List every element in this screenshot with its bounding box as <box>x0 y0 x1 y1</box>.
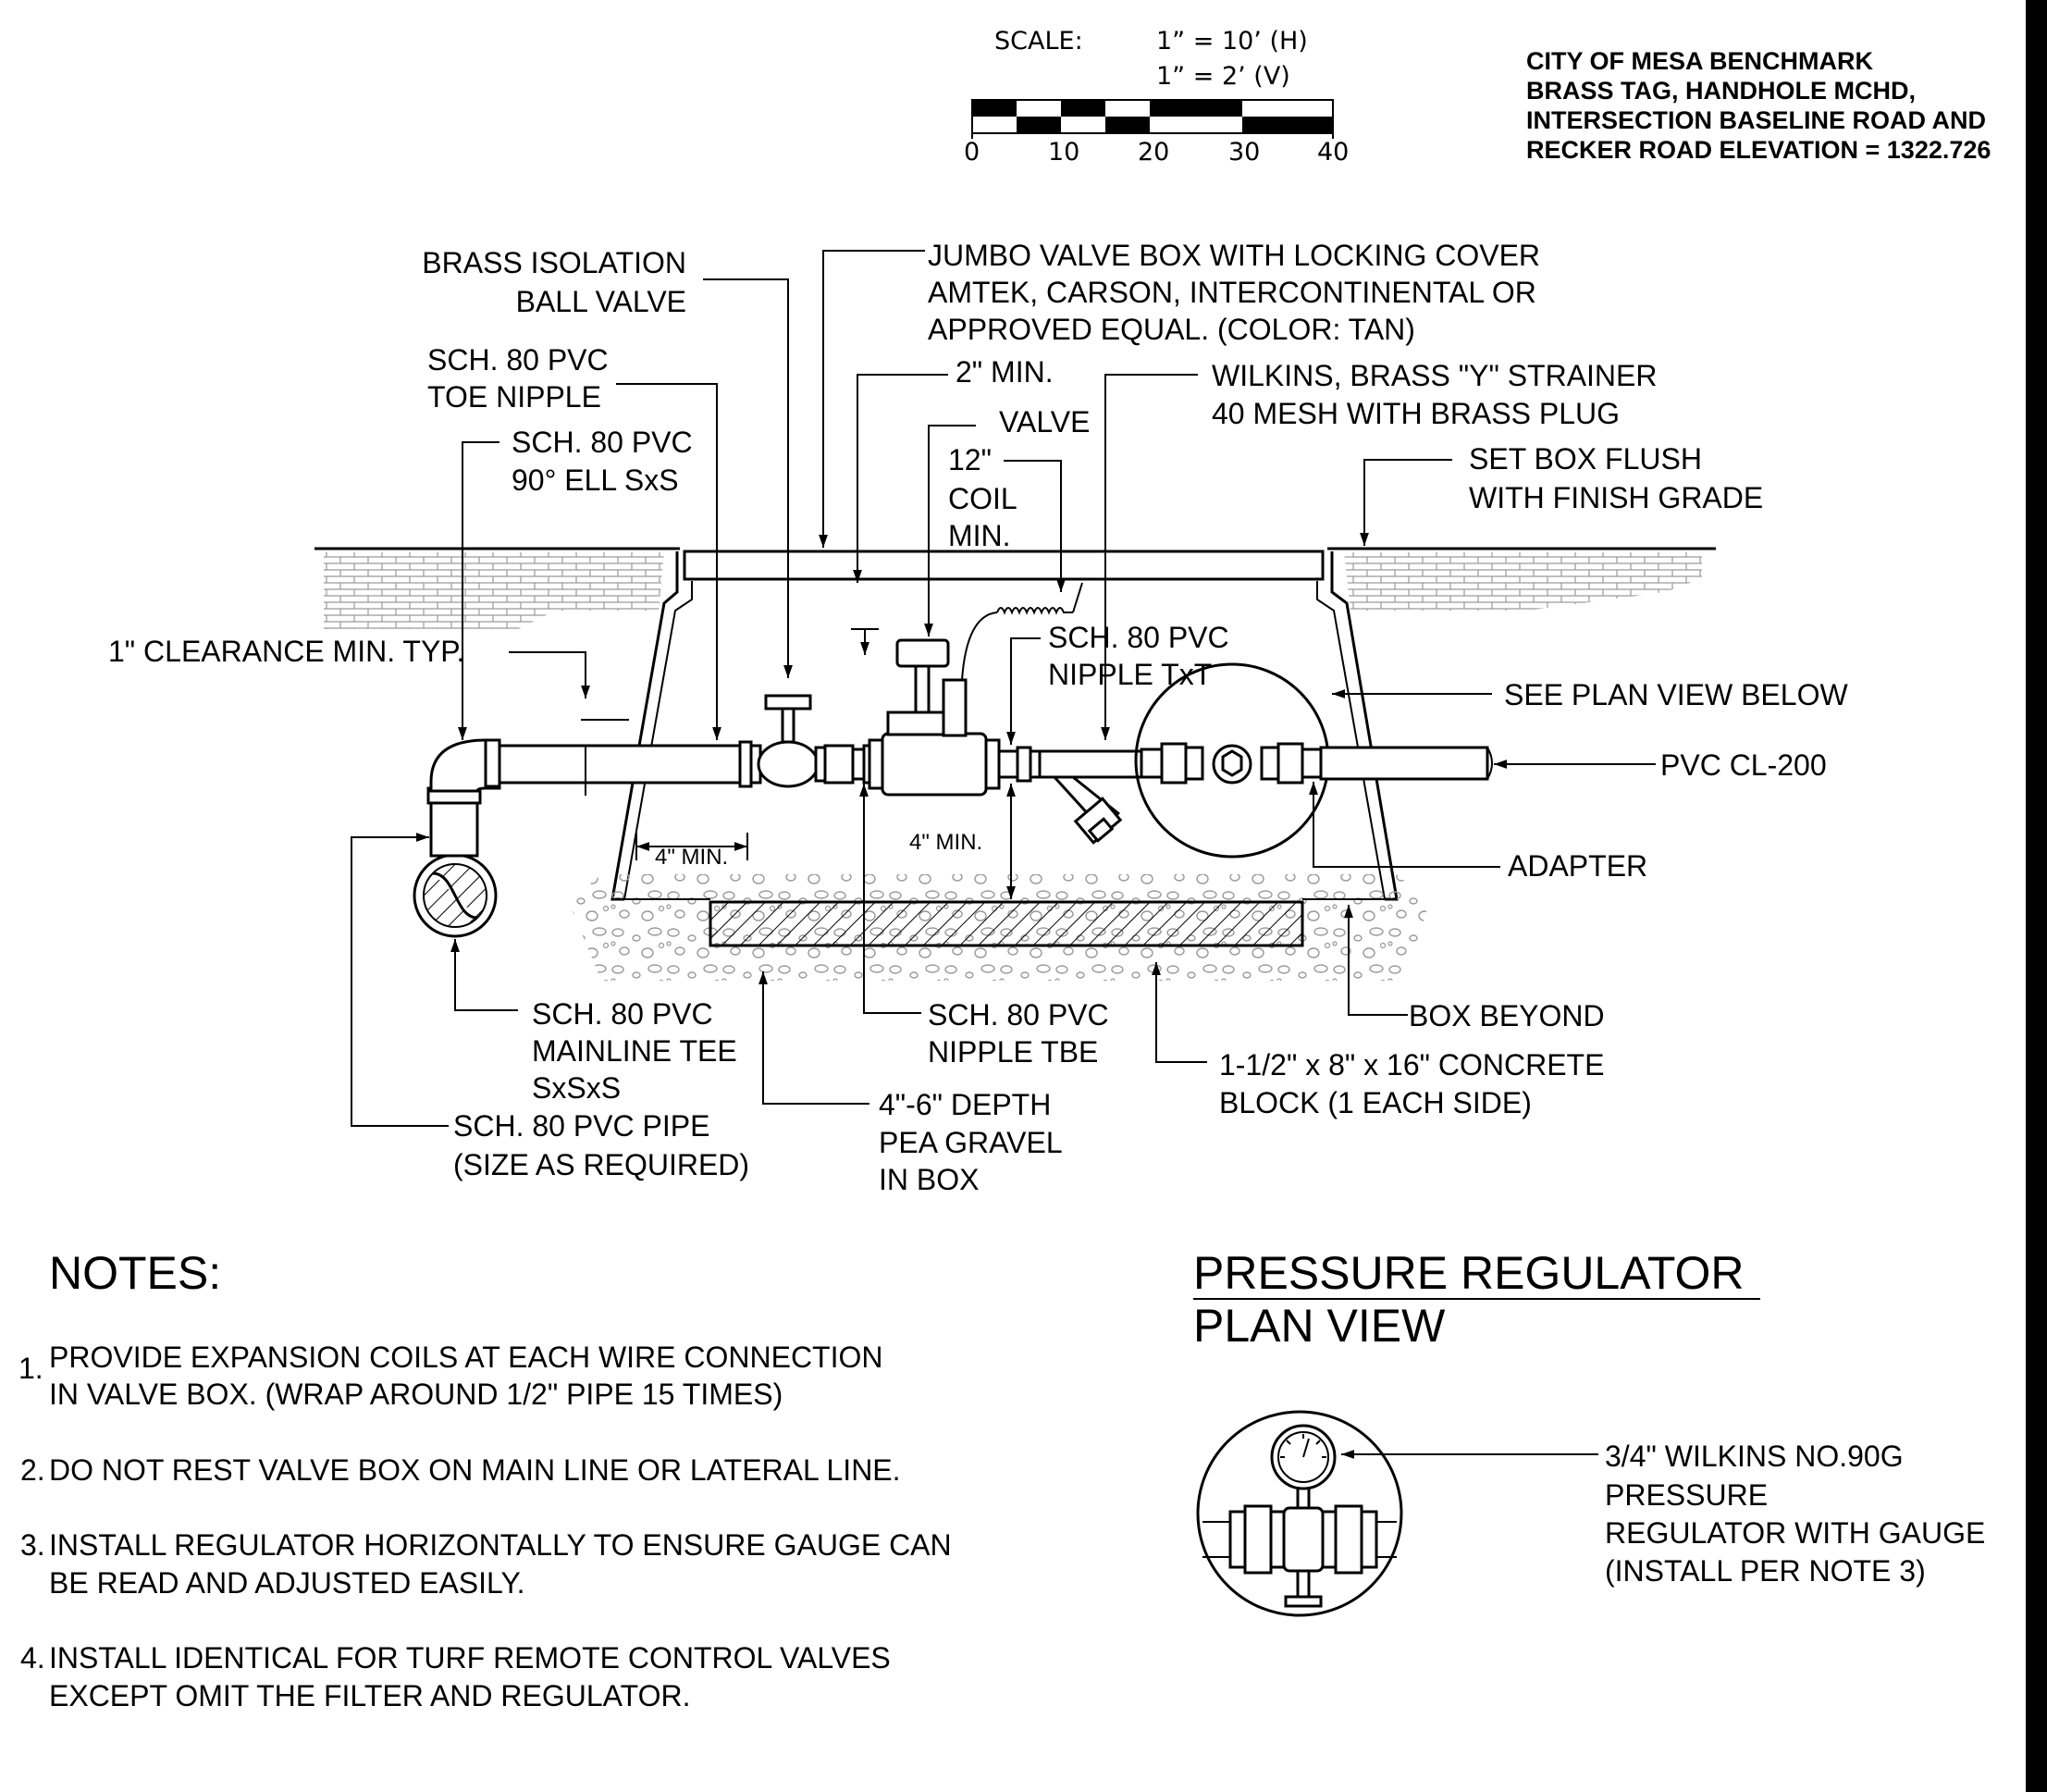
callout-two-min: 2" MIN. <box>956 355 1054 389</box>
adjustment-screw <box>1284 1595 1323 1608</box>
callout-jumbo-box: AMTEK, CARSON, INTERCONTINENTAL OR <box>928 276 1536 309</box>
note-number: 2. <box>20 1453 45 1487</box>
note-line: EXCEPT OMIT THE FILTER AND REGULATOR. <box>49 1679 690 1712</box>
outlet-pipe <box>1319 746 1489 781</box>
callout-concrete-block: 1-1/2" x 8" x 16" CONCRETE <box>1219 1048 1604 1081</box>
scale-block: SCALE: 1” = 10’ (H) 1” = 2’ (V) 0 10 20 … <box>964 27 1349 167</box>
soil-right <box>1344 552 1702 611</box>
callout-clearance: 1" CLEARANCE MIN. TYP. <box>108 635 464 668</box>
note-number: 4. <box>20 1641 45 1675</box>
note-line: DO NOT REST VALVE BOX ON MAIN LINE OR LA… <box>49 1453 901 1487</box>
note-line: PROVIDE EXPANSION COILS AT EACH WIRE CON… <box>49 1341 882 1374</box>
remote-control-valve <box>881 732 988 797</box>
notes-section: NOTES: 1. PROVIDE EXPANSION COILS AT EAC… <box>18 1247 952 1712</box>
soil-left <box>324 552 664 629</box>
callout-labels: BRASS ISOLATION BALL VALVE JUMBO VALVE B… <box>108 239 1848 1196</box>
sheet-border <box>2026 0 2047 1792</box>
valve-box-lid <box>683 550 1325 581</box>
callout-ell: SCH. 80 PVC <box>512 426 693 459</box>
callout-ell: 90° ELL SxS <box>512 463 679 497</box>
plan-view-title: PRESSURE REGULATOR <box>1193 1247 1745 1299</box>
callout-pipe: (SIZE AS REQUIRED) <box>453 1148 749 1181</box>
note-line: IN VALVE BOX. (WRAP AROUND 1/2" PIPE 15 … <box>49 1378 783 1411</box>
plan-view-section: PRESSURE REGULATOR PLAN VIEW 3/4" WILKIN… <box>1193 1247 1985 1617</box>
callout-strainer: WILKINS, BRASS "Y" STRAINER <box>1212 359 1657 392</box>
scale-horizontal: 1” = 10’ (H) <box>1156 27 1308 56</box>
callout-set-box: WITH FINISH GRADE <box>1469 481 1763 514</box>
benchmark-line: CITY OF MESA BENCHMARK <box>1526 47 1874 75</box>
plan-view-subtitle: PLAN VIEW <box>1193 1300 1446 1352</box>
dim-four-min-left: 4" MIN. <box>655 845 728 870</box>
callout-strainer: 40 MESH WITH BRASS PLUG <box>1212 397 1620 430</box>
note-number: 1. <box>18 1352 43 1385</box>
callout-concrete-block: BLOCK (1 EACH SIDE) <box>1219 1086 1532 1119</box>
wire-coil <box>996 607 1073 615</box>
callout-valve: VALVE <box>999 405 1090 439</box>
callout-set-box: SET BOX FLUSH <box>1469 442 1702 476</box>
valve-section-drawing <box>314 547 1716 981</box>
callout-toe-nipple: TOE NIPPLE <box>427 380 601 414</box>
note-line: BE READ AND ADJUSTED EASILY. <box>49 1566 525 1600</box>
notes-heading: NOTES: <box>49 1247 221 1299</box>
scale-tick-20: 20 <box>1138 138 1169 167</box>
callout-nipple-txt: NIPPLE TxT <box>1048 658 1212 691</box>
callout-nipple-tbe: SCH. 80 PVC <box>928 998 1109 1032</box>
scale-tick-10: 10 <box>1048 138 1079 167</box>
regulator-label: REGULATOR WITH GAUGE <box>1605 1516 1985 1550</box>
callout-mainline-tee: MAINLINE TEE <box>532 1034 737 1068</box>
regulator-label: (INSTALL PER NOTE 3) <box>1605 1554 1926 1588</box>
callout-pea-gravel: IN BOX <box>879 1163 979 1196</box>
callout-coil: 12" <box>948 443 992 476</box>
y-strainer <box>1038 749 1143 779</box>
scale-bar <box>971 99 1334 139</box>
callout-nipple-tbe: NIPPLE TBE <box>928 1035 1098 1069</box>
scale-tick-0: 0 <box>964 138 980 167</box>
solenoid <box>942 678 968 737</box>
flow-control-handle <box>895 638 950 668</box>
note-line: INSTALL IDENTICAL FOR TURF REMOTE CONTRO… <box>49 1641 891 1675</box>
dim-four-min-mid: 4" MIN. <box>909 830 982 855</box>
callout-brass-isolation: BRASS ISOLATION <box>422 246 686 279</box>
regulator-label: PRESSURE <box>1605 1478 1768 1512</box>
callout-mainline-tee: SxSxS <box>532 1071 621 1105</box>
benchmark-line: INTERSECTION BASELINE ROAD AND <box>1526 106 1986 134</box>
benchmark-line: BRASS TAG, HANDHOLE MCHD, <box>1526 77 1916 105</box>
benchmark-line: RECKER ROAD ELEVATION = 1322.726 <box>1526 136 1991 164</box>
scale-tick-30: 30 <box>1228 138 1260 167</box>
callout-see-plan: SEE PLAN VIEW BELOW <box>1504 678 1848 711</box>
supply-pipe <box>498 744 746 785</box>
plan-view-circle <box>1196 1410 1403 1617</box>
callout-jumbo-box: APPROVED EQUAL. (COLOR: TAN) <box>928 313 1415 346</box>
callout-pea-gravel: PEA GRAVEL <box>879 1126 1063 1159</box>
scale-vertical: 1” = 2’ (V) <box>1156 62 1290 91</box>
regulator-label: 3/4" WILKINS NO.90G <box>1605 1440 1904 1473</box>
callout-mainline-tee: SCH. 80 PVC <box>532 997 713 1031</box>
scale-label: SCALE: <box>994 27 1083 56</box>
ball-valve <box>757 740 820 788</box>
concrete-block <box>709 900 1304 947</box>
callout-coil: MIN. <box>948 519 1011 552</box>
leader-lines <box>351 250 1656 1127</box>
note-line: INSTALL REGULATOR HORIZONTALLY TO ENSURE… <box>49 1528 952 1562</box>
callout-coil: COIL <box>948 482 1017 515</box>
callout-brass-isolation: BALL VALVE <box>516 285 686 318</box>
scale-tick-40: 40 <box>1317 138 1349 167</box>
callout-nipple-txt: SCH. 80 PVC <box>1048 621 1229 654</box>
callout-adapter: ADAPTER <box>1508 849 1647 883</box>
callout-pea-gravel: 4"-6" DEPTH <box>879 1088 1051 1121</box>
callout-jumbo-box: JUMBO VALVE BOX WITH LOCKING COVER <box>928 239 1540 272</box>
callout-pvc-cl200: PVC CL-200 <box>1660 748 1827 782</box>
benchmark-note: CITY OF MESA BENCHMARK BRASS TAG, HANDHO… <box>1526 47 1991 164</box>
note-number: 3. <box>20 1528 45 1562</box>
callout-box-beyond: BOX BEYOND <box>1409 999 1605 1032</box>
callout-pipe: SCH. 80 PVC PIPE <box>453 1109 709 1143</box>
callout-toe-nipple: SCH. 80 PVC <box>427 343 609 377</box>
nipple-txt <box>997 749 1019 779</box>
plan-regulator-body <box>1282 1506 1325 1573</box>
